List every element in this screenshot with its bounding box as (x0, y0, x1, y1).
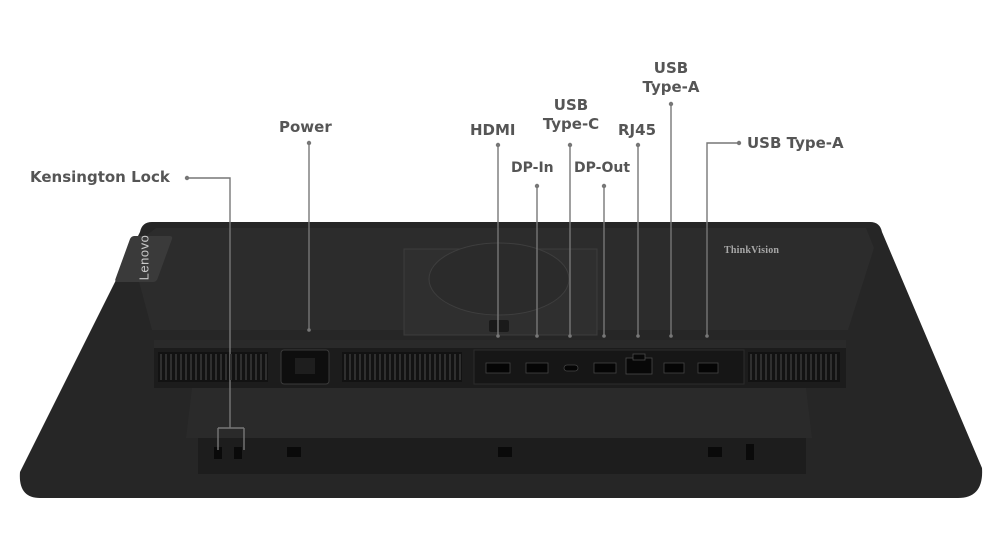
kensington-slot-1 (214, 447, 222, 459)
mid-vents (342, 352, 462, 382)
usba-port-2 (697, 362, 719, 374)
thinkvision-badge: ThinkVision (724, 245, 780, 256)
lower-step (186, 388, 812, 438)
label-usb-type-a-top: USB Type-A (638, 59, 704, 97)
leader-lines (187, 104, 739, 450)
label-hdmi: HDMI (470, 121, 516, 139)
bottom-slot-1 (287, 447, 301, 457)
right-vents (748, 352, 840, 382)
label-usb-type-c-line1: USB (553, 96, 589, 114)
kensington-slot-2 (234, 447, 242, 459)
bottom-slot-3 (708, 447, 722, 457)
label-usb-type-a-top-line2: Type-A (642, 78, 700, 96)
label-power: Power (279, 118, 332, 136)
dp-in-port (525, 362, 549, 374)
bottom-slot-4 (746, 444, 754, 460)
hdmi-port (485, 362, 511, 374)
left-vents (158, 352, 268, 382)
label-usb-type-a-right: USB Type-A (747, 134, 844, 152)
label-rj45: RJ45 (618, 121, 657, 139)
dp-out-port (593, 362, 617, 374)
label-dp-in: DP-In (511, 160, 554, 176)
bottom-slot-2 (498, 447, 512, 457)
leader-dots (184, 101, 742, 338)
label-usb-type-a-top-line1: USB (653, 59, 689, 77)
label-kensington-lock: Kensington Lock (30, 168, 170, 186)
usba-port-1 (663, 362, 685, 374)
usbc-port (563, 364, 579, 372)
label-usb-type-c-line2: Type-C (542, 115, 600, 133)
stand-latch (489, 320, 509, 332)
leader-usba-right (706, 142, 739, 336)
lenovo-logo-plate (115, 236, 173, 282)
port-shelf-top (154, 340, 846, 348)
label-dp-out: DP-Out (574, 160, 631, 176)
leader-kensington (187, 177, 245, 450)
label-usb-type-c: USB Type-C (538, 96, 604, 134)
lenovo-logo: Lenovo (136, 234, 152, 281)
vesa-circle (428, 242, 570, 316)
